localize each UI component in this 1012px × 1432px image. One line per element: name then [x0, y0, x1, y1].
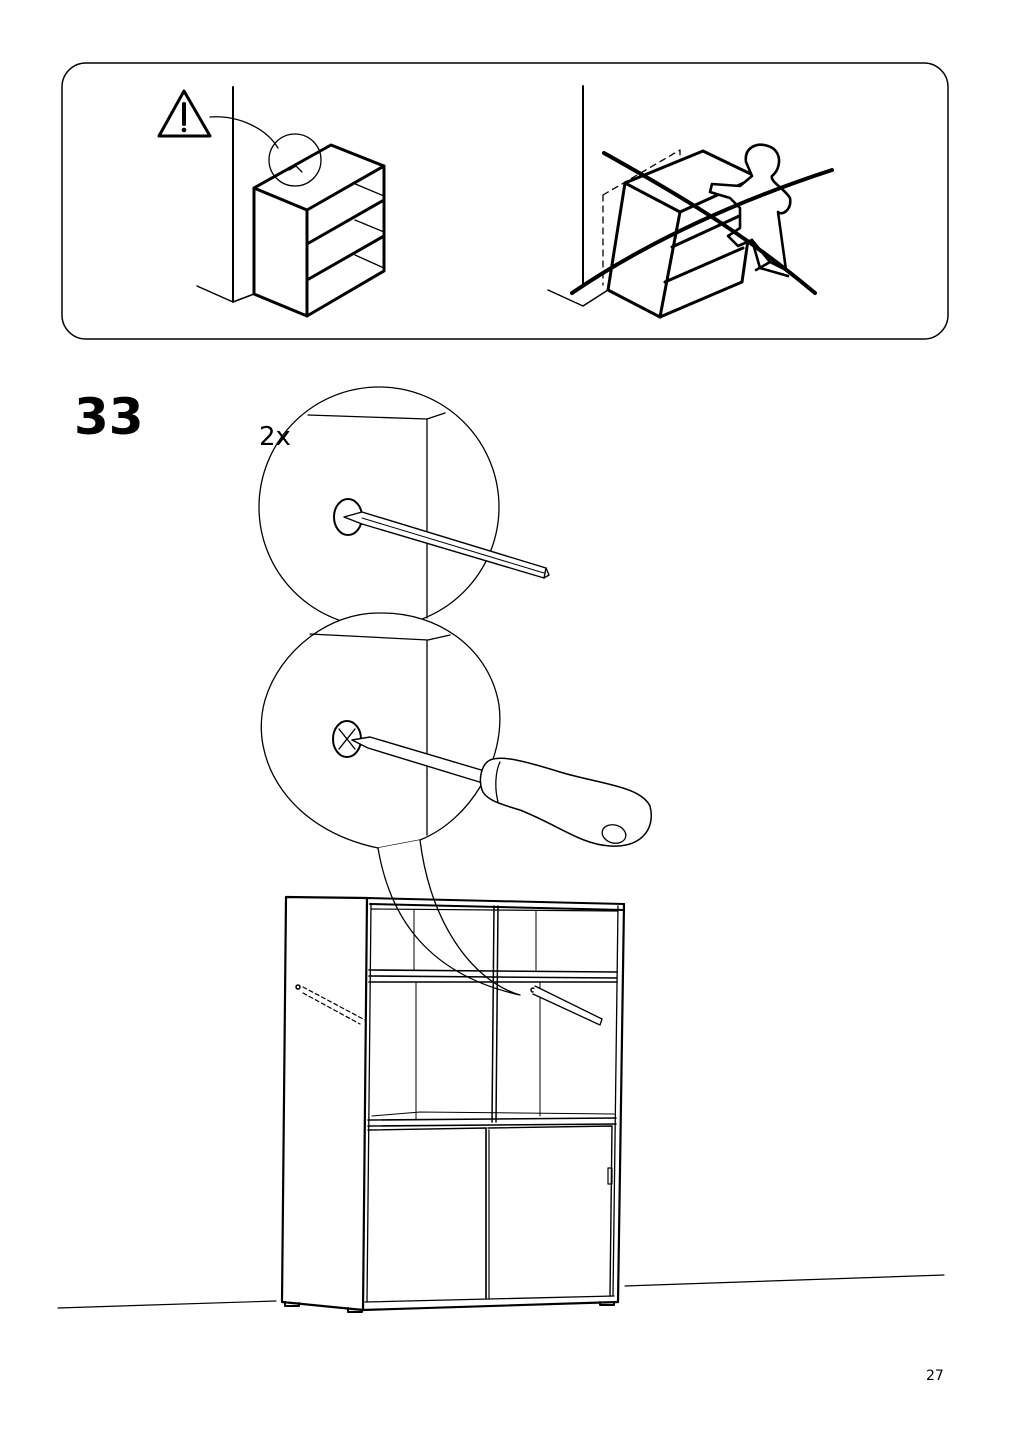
quantity-label: 2x	[259, 422, 291, 452]
warning-panel	[61, 62, 949, 340]
screw-icon	[333, 498, 550, 579]
screw-dashed-icon	[295, 984, 366, 1025]
floor-line	[57, 1274, 945, 1309]
door-handle-icon	[607, 1167, 613, 1185]
screwdriver-icon	[351, 736, 652, 847]
prohibited-tipping-chest-icon	[547, 85, 834, 319]
screw-head-icon	[332, 720, 362, 758]
detail-circle-screwdriver	[260, 612, 652, 849]
step-number: 33	[74, 388, 144, 446]
screw-small-icon	[530, 985, 603, 1026]
warning-triangle-icon	[157, 89, 212, 138]
correct-wall-fixed-chest-icon	[157, 86, 386, 318]
page-number: 27	[926, 1368, 944, 1384]
detail-circle-screw	[258, 386, 550, 628]
step-33-illustration	[57, 386, 945, 1313]
cabinet	[280, 895, 626, 1313]
warning-panel-frame	[61, 62, 949, 340]
callout-pointer	[377, 839, 521, 996]
